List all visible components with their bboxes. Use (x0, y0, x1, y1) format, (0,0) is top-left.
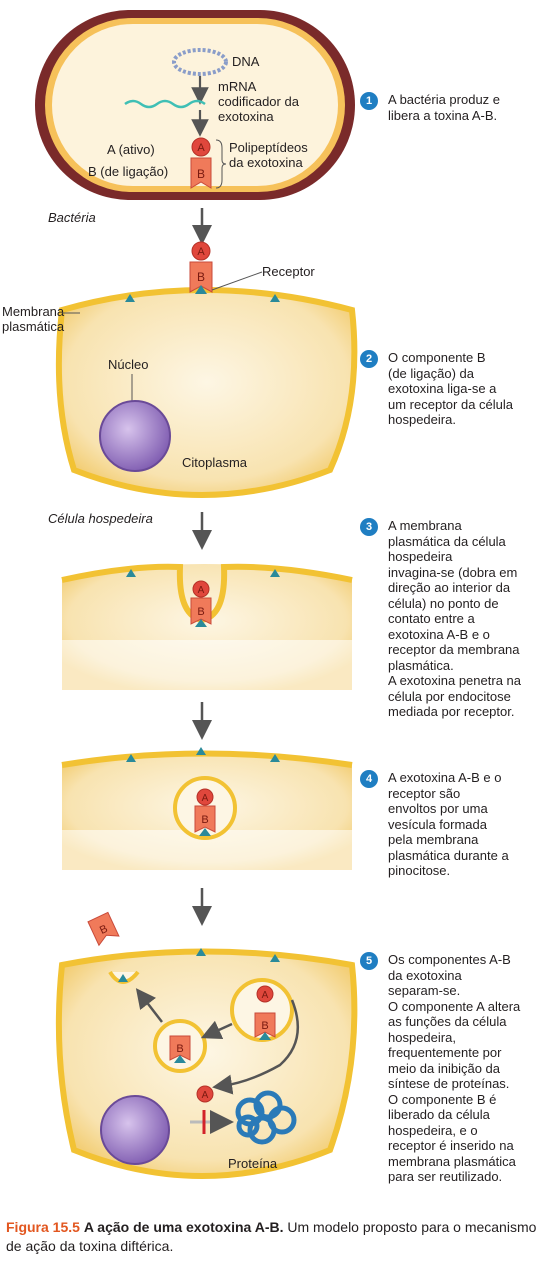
receptor (270, 954, 280, 962)
receptor (195, 619, 207, 627)
b-binding-label: B (de ligação) (88, 164, 168, 179)
svg-text:B: B (197, 167, 205, 181)
step-2: 2 O componente B (de ligação) da exotoxi… (360, 350, 540, 428)
step-1-text: A bactéria produz e libera a toxina A-B. (388, 92, 501, 123)
caption-title: A ação de uma exotoxina A-B. (83, 1219, 284, 1235)
receptor (259, 1032, 271, 1040)
svg-text:B: B (176, 1043, 183, 1055)
svg-text:B: B (197, 606, 204, 618)
receptor (270, 294, 280, 302)
step-2-text: O componente B (de ligação) da exotoxina… (388, 350, 514, 427)
step-1: 1 A bactéria produz e libera a toxina A-… (360, 92, 540, 123)
svg-text:B: B (261, 1020, 268, 1032)
step-3-text: A membrana plasmática da célula hospedei… (388, 518, 521, 719)
svg-text:A: A (197, 142, 205, 154)
protein-coil (235, 1090, 297, 1145)
toxin-ab-bound: A B (189, 241, 213, 293)
b-subunit-vesicle: B (169, 1035, 191, 1061)
bacterium (35, 10, 355, 200)
step-5-text: Os componentes A-B da exotoxina separam-… (388, 952, 521, 1184)
step-3-badge: 3 (360, 518, 378, 536)
dna-label: DNA (232, 54, 260, 69)
receptor (118, 974, 128, 982)
a-active-label: A (ativo) (107, 142, 155, 157)
svg-text:A: A (198, 585, 205, 596)
receptor-pointer (211, 271, 263, 291)
nucleus-step5 (100, 1095, 170, 1165)
receptor (199, 828, 211, 836)
host-cell-name: Célula hospedeira (48, 511, 153, 526)
step-4-text: A exotoxina A-B e o receptor são envolto… (388, 770, 509, 878)
cytoplasm-label: Citoplasma (182, 455, 248, 470)
step-5-badge: 5 (360, 952, 378, 970)
svg-text:B: B (98, 923, 110, 937)
step-3: 3 A membrana plasmática da célula hosped… (360, 518, 540, 720)
arrow-a-release (212, 999, 300, 1095)
toxin-ab-invaginating: A B (190, 580, 212, 625)
caption-text: Um modelo proposto para o mecanismo de a… (6, 1219, 537, 1254)
receptor (125, 294, 135, 302)
polypeptides-brace (215, 139, 227, 189)
step-5: 5 Os componentes A-B da exotoxina separa… (360, 952, 540, 1185)
protein-label: Proteína (228, 1156, 278, 1171)
svg-text:B: B (201, 814, 208, 826)
toxin-ab-in-vesicle: A B (194, 788, 216, 833)
toxin-ab-vesicle-step5: A B (254, 985, 276, 1038)
figure-caption: Figura 15.5 A ação de uma exotoxina A-B.… (6, 1218, 541, 1256)
svg-text:A: A (262, 990, 269, 1001)
receptor (126, 569, 136, 577)
dna-plasmid (172, 48, 228, 76)
step-2-badge: 2 (360, 350, 378, 368)
receptor (196, 747, 206, 755)
step-4-badge: 4 (360, 770, 378, 788)
receptor (195, 285, 207, 294)
svg-text:B: B (197, 270, 205, 284)
receptor-label: Receptor (262, 264, 315, 279)
svg-text:A: A (202, 793, 209, 804)
receptor (196, 948, 206, 956)
arrow-vesicle-fusion (200, 1020, 233, 1039)
cell-fade-step3 (40, 640, 370, 695)
toxin-ab-bacterium: A B (190, 137, 212, 189)
svg-text:A: A (202, 1090, 209, 1101)
step-4: 4 A exotoxina A-B e o receptor são envol… (360, 770, 540, 879)
released-b-subunit: B (87, 911, 120, 947)
nucleus (99, 400, 171, 472)
arrow-receptor-recycle (135, 988, 163, 1023)
svg-text:A: A (197, 246, 205, 258)
a-subunit-free: A (196, 1085, 214, 1103)
caption-figure-number: Figura 15.5 (6, 1219, 80, 1235)
receptor (270, 754, 280, 762)
step-1-badge: 1 (360, 92, 378, 110)
bacteria-name: Bactéria (48, 210, 96, 225)
nucleus-label: Núcleo (108, 357, 148, 372)
mrna-strand (124, 99, 206, 109)
receptor (270, 569, 280, 577)
receptor (174, 1055, 186, 1063)
receptor (126, 754, 136, 762)
